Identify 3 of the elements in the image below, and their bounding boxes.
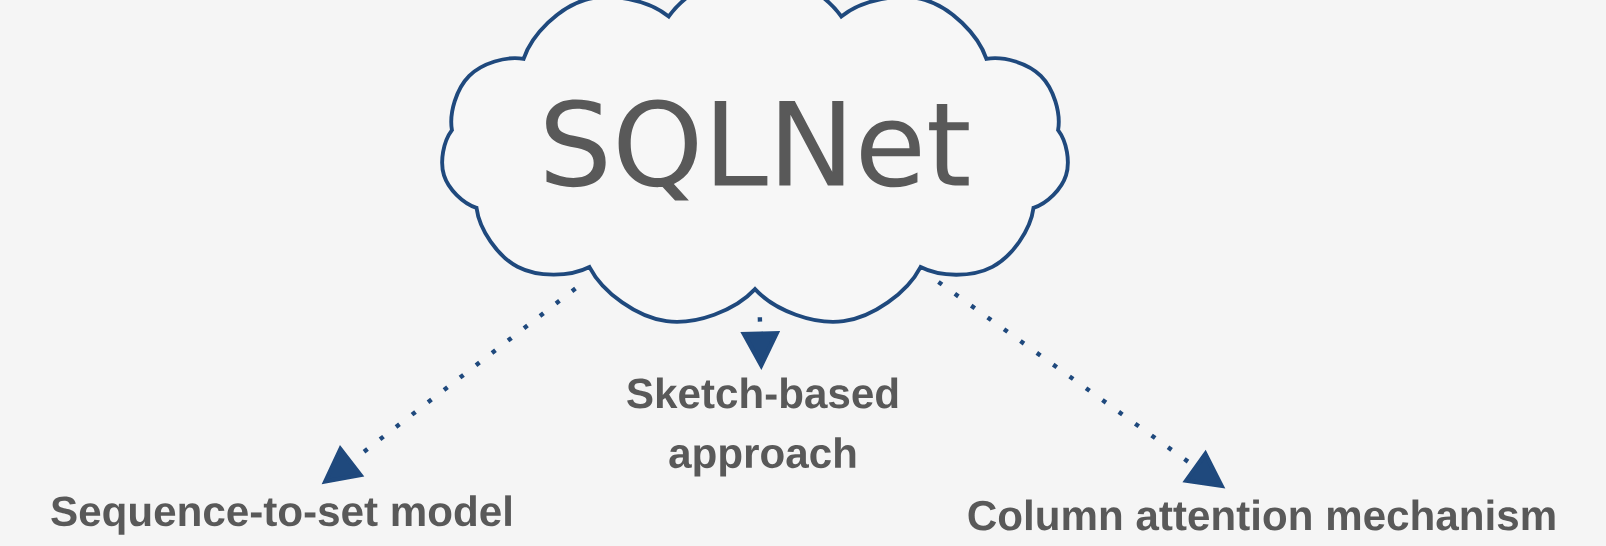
caption-text: Column attention mechanism — [968, 499, 1555, 531]
caption-text: Sketch-based approach — [627, 377, 898, 477]
caption-text: Sequence-to-set model — [51, 495, 511, 535]
